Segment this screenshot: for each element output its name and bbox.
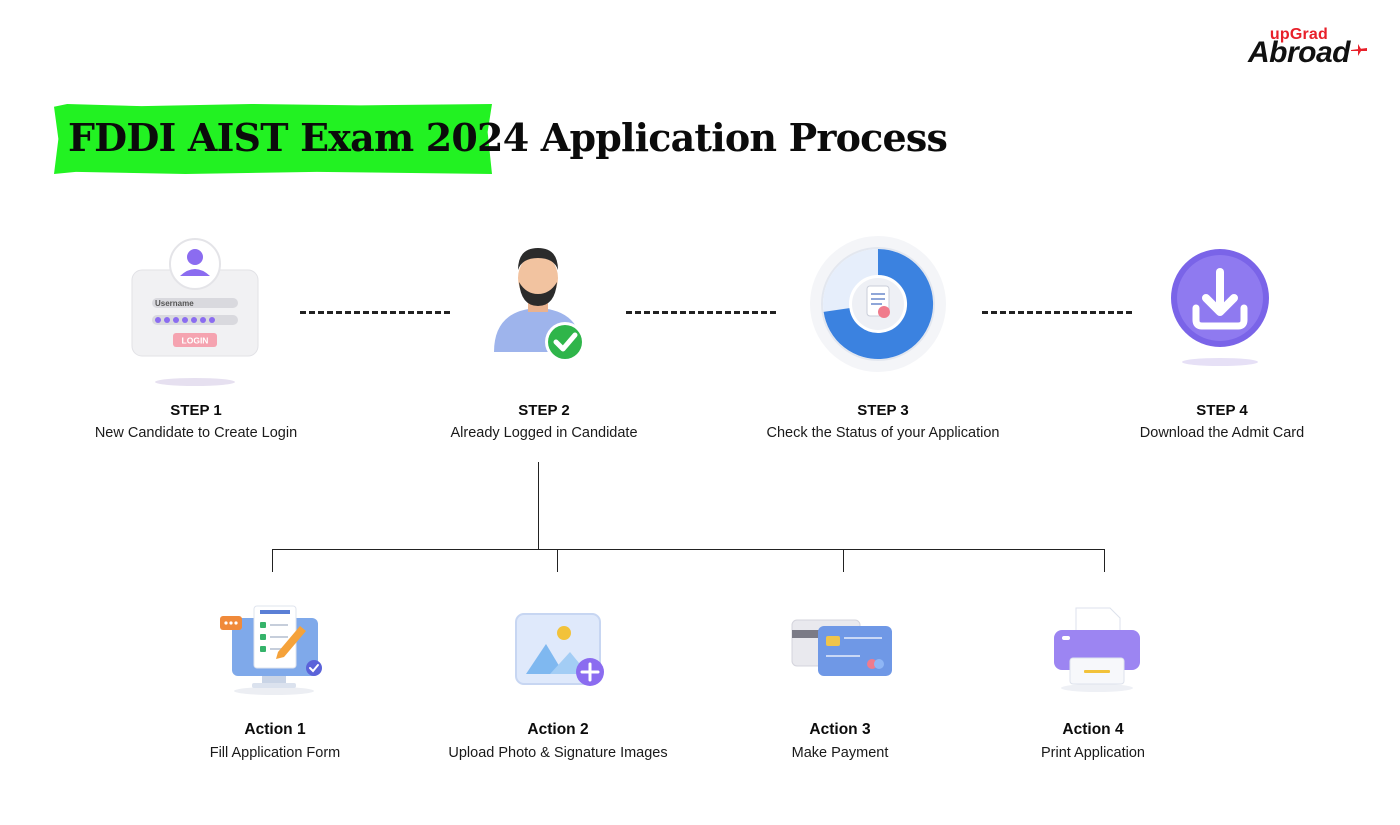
- title-highlight: [54, 104, 492, 174]
- action-heading: Action 3: [809, 721, 871, 738]
- step-connector-1-2: [300, 311, 450, 314]
- action-3: Action 3 Make Payment: [740, 721, 940, 761]
- step-3: STEP 3 Check the Status of your Applicat…: [733, 402, 1033, 441]
- tree-drop-action-1: [272, 549, 273, 572]
- tree-drop-action-2: [557, 549, 558, 572]
- printer-icon: [1054, 607, 1140, 692]
- action-heading: Action 4: [1062, 721, 1124, 738]
- tree-drop-action-3: [843, 549, 844, 572]
- action-text: Make Payment: [791, 745, 889, 761]
- tree-branch-line: [272, 549, 1105, 550]
- download-icon: [1171, 249, 1269, 366]
- login-card-icon: Username LOGIN: [131, 238, 259, 386]
- action-text: Print Application: [1041, 745, 1145, 761]
- form-monitor-icon: [220, 605, 322, 695]
- action-heading: Action 2: [527, 721, 589, 738]
- step-2: STEP 2 Already Logged in Candidate: [404, 402, 684, 441]
- step-connector-3-4: [982, 311, 1132, 314]
- action-1: Action 1 Fill Application Form: [165, 721, 385, 761]
- title-rest-text: Application Process: [540, 115, 948, 160]
- image-add-icon: [515, 613, 604, 686]
- step-heading: STEP 3: [857, 402, 909, 419]
- step-text: Check the Status of your Application: [766, 425, 1000, 441]
- brand-logo-bottom: Abroad: [1248, 36, 1351, 69]
- page-title: FDDI AIST Exam 2024 Application Process: [68, 112, 948, 164]
- step-connector-2-3: [626, 311, 776, 314]
- login-username-label: Username: [155, 299, 194, 308]
- step-heading: STEP 2: [518, 402, 570, 419]
- action-2: Action 2 Upload Photo & Signature Images: [418, 721, 698, 761]
- action-text: Fill Application Form: [209, 745, 341, 761]
- status-ring-icon: [810, 236, 946, 372]
- step-text: Download the Admit Card: [1139, 425, 1305, 441]
- step-4: STEP 4 Download the Admit Card: [1102, 402, 1342, 441]
- action-4: Action 4 Print Application: [983, 721, 1203, 761]
- plane-icon: [1351, 44, 1367, 56]
- step-text: New Candidate to Create Login: [94, 425, 298, 441]
- credit-card-icon: [791, 619, 892, 676]
- step-heading: STEP 1: [170, 402, 222, 419]
- user-check-icon: [494, 248, 585, 362]
- tree-trunk-line: [538, 462, 539, 550]
- action-text: Upload Photo & Signature Images: [448, 745, 668, 761]
- title-highlighted-text: FDDI AIST Exam 2024: [68, 115, 529, 160]
- step-heading: STEP 4: [1196, 402, 1248, 419]
- action-heading: Action 1: [244, 721, 306, 738]
- step-1: STEP 1 New Candidate to Create Login: [66, 402, 326, 441]
- brand-logo: upGrad Abroad: [1228, 26, 1368, 70]
- brand-logo-top: upGrad: [1269, 26, 1328, 43]
- login-button-label: LOGIN: [182, 336, 209, 346]
- step-text: Already Logged in Candidate: [450, 425, 638, 441]
- tree-drop-action-4: [1104, 549, 1105, 572]
